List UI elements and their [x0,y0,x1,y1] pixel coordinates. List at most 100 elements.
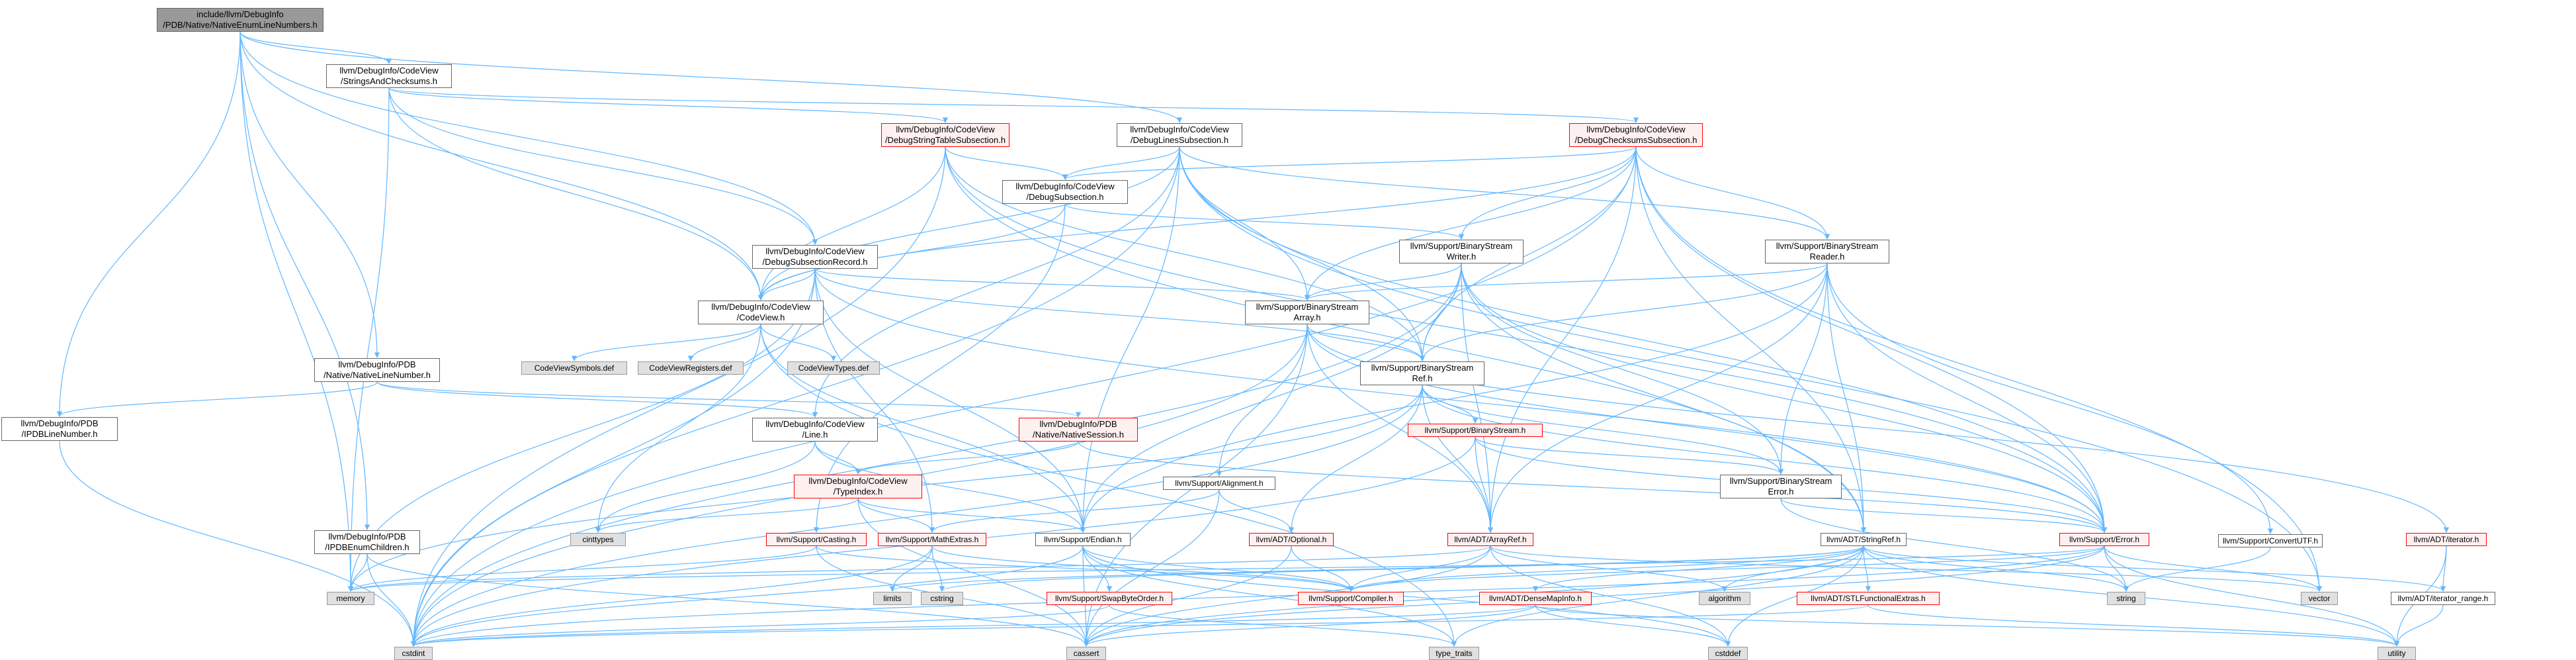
node-label: llvm/ADT/Optional.h [1256,535,1327,544]
node-nsess[interactable]: llvm/DebugInfo/PDB /Native/NativeSession… [1019,418,1138,442]
node-label: CodeViewTypes.def [798,363,869,373]
node-nln[interactable]: llvm/DebugInfo/PDB /Native/NativeLineNum… [314,358,440,382]
node-cstring: cstring [921,592,963,605]
edge-dchk-to-cv [757,146,1637,301]
edge-root-to-strchk [239,31,392,64]
node-bsarray[interactable]: llvm/Support/BinaryStream Array.h [1245,301,1369,324]
node-line[interactable]: llvm/DebugInfo/CodeView /Line.h [752,418,878,442]
node-densemap[interactable]: llvm/ADT/DenseMapInfo.h [1479,592,1592,605]
node-dsubrec[interactable]: llvm/DebugInfo/CodeView /DebugSubsection… [752,245,878,269]
node-label: CodeViewSymbols.def [534,363,615,373]
node-bswriter[interactable]: llvm/Support/BinaryStream Writer.h [1399,240,1524,263]
edge-dchk-to-stringref [1635,146,1867,533]
edge-dsubrec-to-endian [814,268,1086,533]
node-typeidx[interactable]: llvm/DebugInfo/CodeView /TypeIndex.h [794,475,922,498]
node-cstddef: cstddef [1708,647,1748,660]
edge-dstrtab-to-cv [757,146,946,301]
node-error[interactable]: llvm/Support/Error.h [2059,533,2149,546]
edge-bswriter-to-arrayref [1461,263,1494,533]
node-convutf[interactable]: llvm/Support/ConvertUTF.h [2218,534,2323,547]
node-mathext[interactable]: llvm/Support/MathExtras.h [878,533,986,546]
node-label: llvm/ADT/DenseMapInfo.h [1488,594,1582,603]
edge-dstrtab-to-dsub [945,146,1068,180]
node-bserr[interactable]: llvm/Support/BinaryStream Error.h [1720,475,1842,498]
edge-bsreader-to-bsarray [1305,263,1828,301]
node-dstrtab[interactable]: llvm/DebugInfo/CodeView /DebugStringTabl… [881,123,1009,147]
node-swapbyte[interactable]: llvm/Support/SwapByteOrder.h [1047,592,1172,605]
node-label: llvm/Support/BinaryStream Reader.h [1776,241,1879,261]
edge-densemap-to-utility [1535,604,2399,647]
edge-stringref-to-string [1863,545,2129,592]
edge-dsubrec-to-error [814,268,2108,533]
edge-iterrange-to-utility [2393,604,2444,647]
edge-root-to-dlines [239,31,1183,123]
node-strchk[interactable]: llvm/DebugInfo/CodeView /StringsAndCheck… [326,64,452,88]
edge-pdbenum-to-cassert [366,553,1090,647]
node-dlines[interactable]: llvm/DebugInfo/CodeView /DebugLinesSubse… [1117,123,1242,147]
edge-dlines-to-error [1179,146,2108,533]
edge-root-to-pdbenum [239,31,370,530]
edge-stringref-to-stlfunc [1863,545,1871,592]
edge-dsub-to-casting [813,203,1066,533]
edge-arrayref-to-cassert [1083,545,1491,647]
node-label: algorithm [1708,594,1741,603]
node-compiler[interactable]: llvm/Support/Compiler.h [1298,592,1404,605]
node-label: llvm/DebugInfo/CodeView /Line.h [765,419,865,440]
node-label: llvm/ADT/STLFunctionalExtras.h [1811,594,1926,603]
node-cstdint: cstdint [394,647,433,660]
node-stringref[interactable]: llvm/ADT/StringRef.h [1821,533,1907,546]
node-casting[interactable]: llvm/Support/Casting.h [766,533,867,546]
node-optional[interactable]: llvm/ADT/Optional.h [1249,533,1334,546]
node-endian[interactable]: llvm/Support/Endian.h [1035,533,1131,546]
edge-root-to-pdbln [56,31,241,417]
edge-cv-to-typetraits [760,324,1457,647]
node-label: llvm/Support/BinaryStream Error.h [1729,476,1832,496]
edge-error-to-utility [2104,545,2400,647]
edge-bserr-to-string [1780,498,2129,592]
edge-dlines-to-dsub [1062,146,1180,180]
node-bsref[interactable]: llvm/Support/BinaryStream Ref.h [1360,361,1484,385]
node-label: llvm/Support/SwapByteOrder.h [1054,594,1164,603]
node-stlfunc[interactable]: llvm/ADT/STLFunctionalExtras.h [1797,592,1940,605]
edge-stringref-to-densemap [1532,545,1864,592]
edge-dlines-to-vector [1179,146,2323,592]
edge-bsref-to-optional [1288,385,1423,533]
node-dchk[interactable]: llvm/DebugInfo/CodeView /DebugChecksumsS… [1569,123,1703,147]
edge-align-to-optional [1219,489,1295,533]
node-iterrange[interactable]: llvm/ADT/iterator_range.h [2391,592,2495,605]
edge-stringref-to-limits [890,545,1864,592]
node-label: llvm/DebugInfo/CodeView /DebugChecksumsS… [1574,124,1697,145]
edge-nln-to-nsess [376,381,1081,418]
node-bstream[interactable]: llvm/Support/BinaryStream.h [1408,424,1543,437]
node-pdbln[interactable]: llvm/DebugInfo/PDB /IPDBLineNumber.h [1,417,118,441]
edge-mathext-to-compiler [931,545,1354,592]
edge-align-to-cassert [1083,489,1220,647]
node-label: llvm/DebugInfo/CodeView /DebugLinesSubse… [1130,124,1229,145]
node-pdbenum[interactable]: llvm/DebugInfo/PDB /IPDBEnumChildren.h [314,530,420,554]
edge-root-to-dsubrec [239,31,818,245]
node-label: cinttypes [582,535,614,544]
node-dsub[interactable]: llvm/DebugInfo/CodeView /DebugSubsection… [1002,180,1128,204]
node-cv[interactable]: llvm/DebugInfo/CodeView /CodeView.h [698,301,824,324]
edge-optional-to-cassert [1083,545,1292,647]
node-root[interactable]: include/llvm/DebugInfo /PDB/Native/Nativ… [157,8,323,32]
node-arrayref[interactable]: llvm/ADT/ArrayRef.h [1447,533,1533,546]
edge-stringref-to-cstddef [1725,545,1864,647]
edge-dchk-to-vector [1635,146,2323,592]
node-cassert: cassert [1066,647,1106,660]
edge-error-to-memory [348,545,2105,592]
edge-bsref-to-error [1422,385,2108,533]
node-bsreader[interactable]: llvm/Support/BinaryStream Reader.h [1765,240,1889,263]
edge-align-to-mathext [929,489,1220,533]
edge-stlfunc-to-cstdint [411,604,1869,647]
edge-bsarray-to-arrayref [1307,324,1494,533]
edge-bsarray-to-align [1216,324,1308,477]
node-align[interactable]: llvm/Support/Alignment.h [1163,477,1275,490]
edge-pdbln-to-cstdint [59,440,417,647]
node-label: type_traits [1436,649,1473,658]
edge-strchk-to-dsubrec [388,87,818,245]
node-iterator[interactable]: llvm/ADT/iterator.h [2406,533,2487,546]
edge-error-to-vector [2104,545,2323,592]
node-label: cstddef [1715,649,1741,658]
node-label: llvm/ADT/StringRef.h [1826,535,1901,544]
